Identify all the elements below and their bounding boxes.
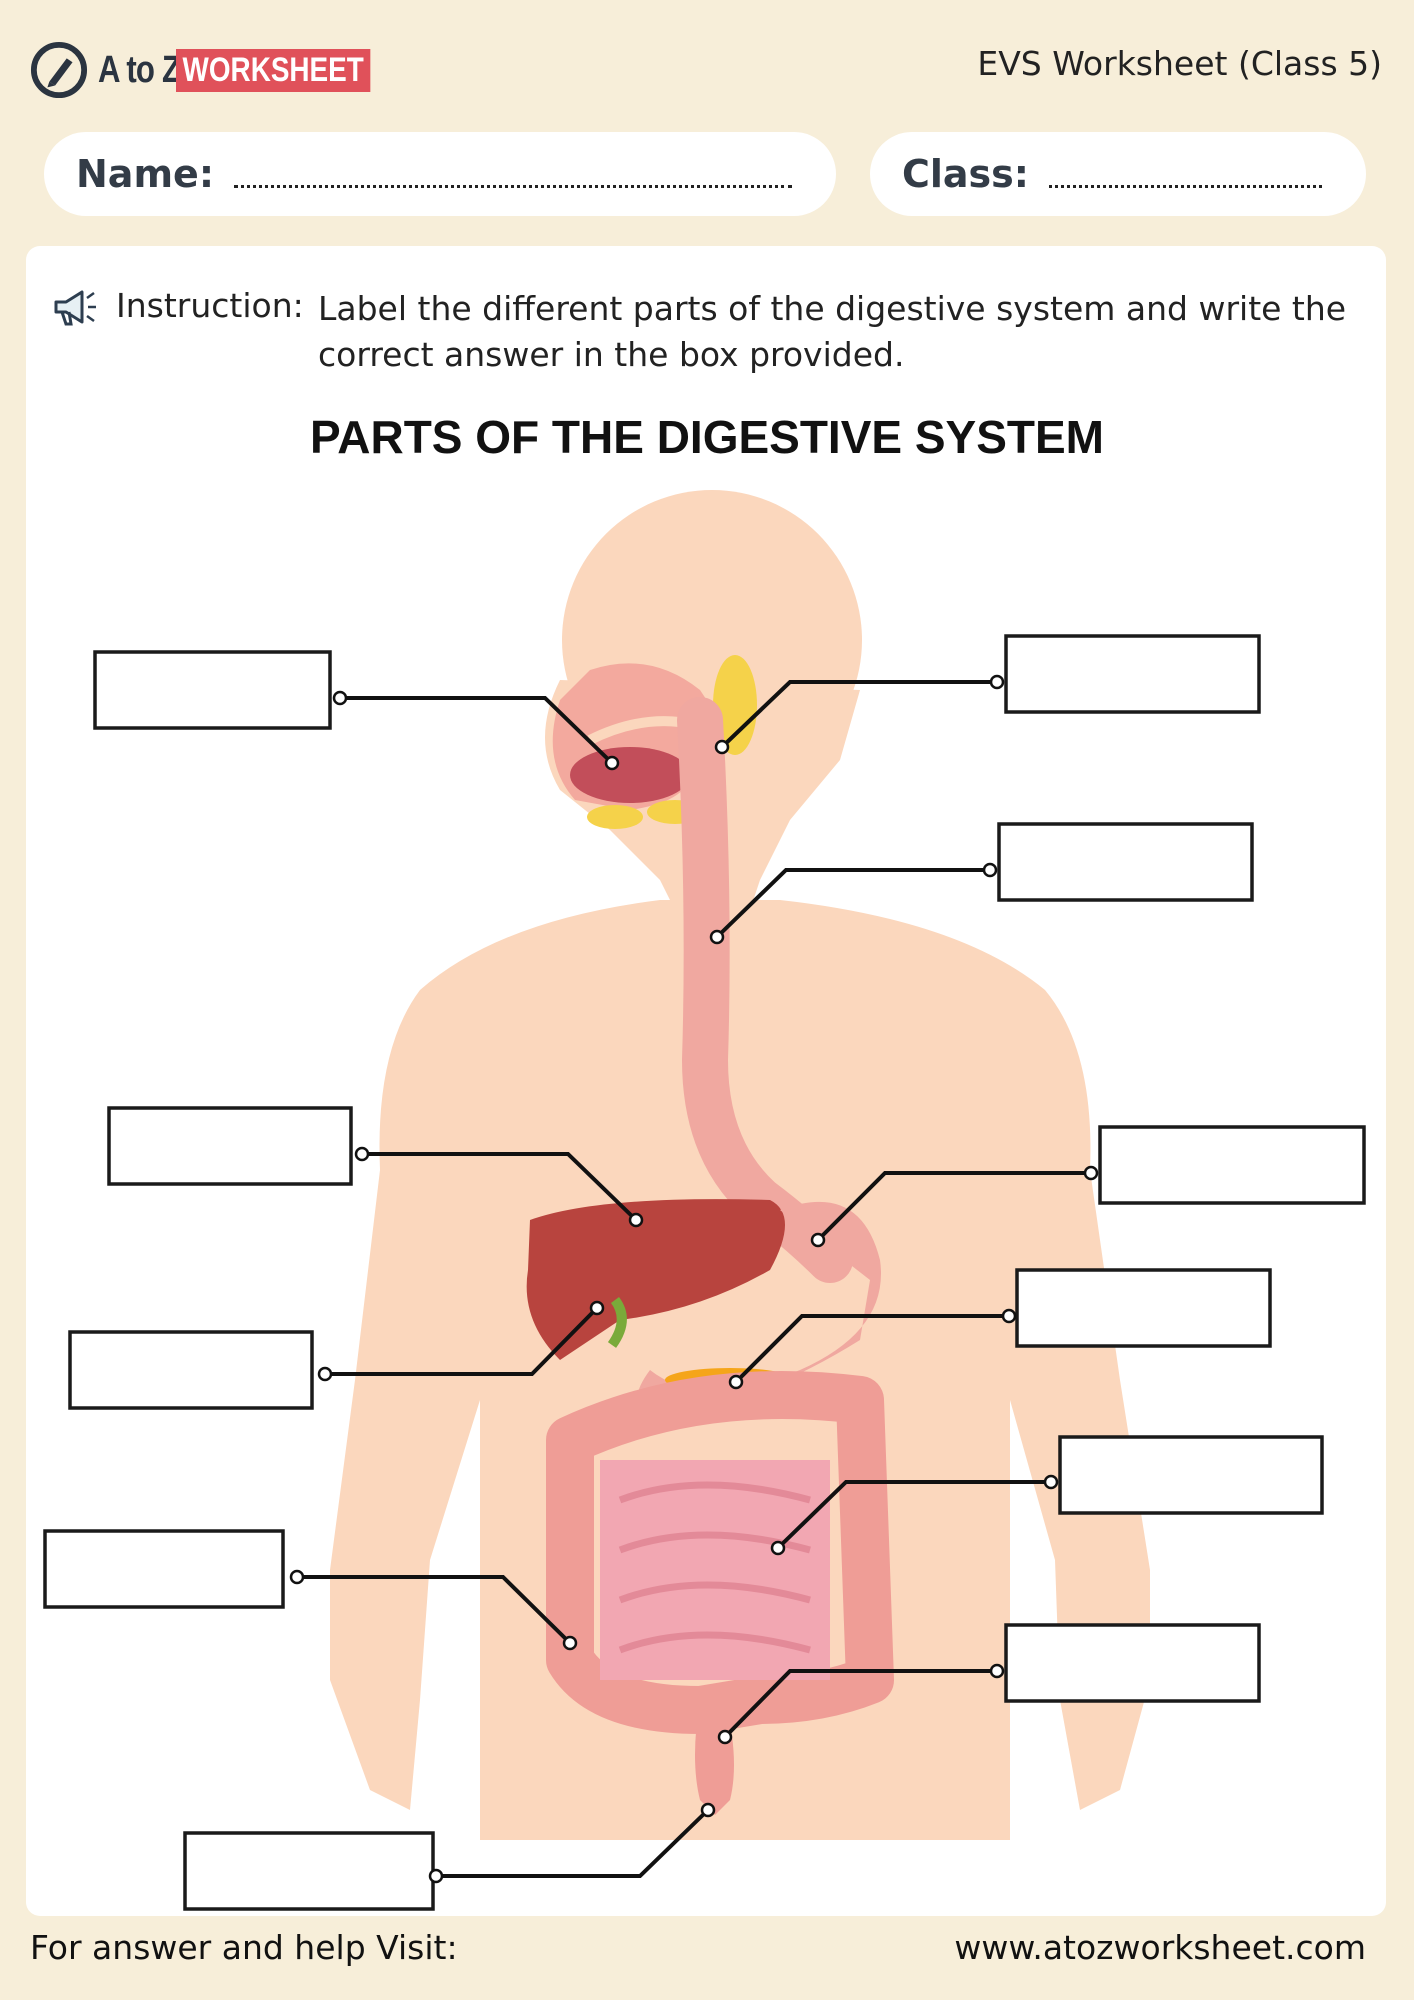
answer-box-3[interactable] (997, 822, 1254, 902)
page-title: PARTS OF THE DIGESTIVE SYSTEM (309, 411, 1105, 463)
large-intestine (546, 1371, 894, 1734)
mouth-region (552, 663, 728, 825)
footer-website-link[interactable]: www.atozworksheet.com (954, 1928, 1366, 1967)
answer-box-5[interactable] (1098, 1125, 1366, 1205)
footer-help-text: For answer and help Visit: (30, 1928, 458, 1967)
leader-lines (297, 680, 1091, 1878)
name-line[interactable] (234, 161, 792, 188)
answer-box-9[interactable] (43, 1529, 285, 1609)
leader-dots (289, 674, 1099, 1884)
name-label: Name: (76, 152, 215, 196)
pen-circle-icon (30, 41, 88, 99)
answer-box-10[interactable] (1004, 1623, 1261, 1703)
logo[interactable]: A to Z WORKSHEET (30, 40, 413, 100)
name-field[interactable]: Name: (44, 132, 836, 216)
class-field[interactable]: Class: (870, 132, 1366, 216)
instruction-label: Instruction: (116, 286, 304, 325)
class-label: Class: (902, 152, 1029, 196)
header: A to Z WORKSHEET EVS Worksheet (Class 5) (0, 0, 1414, 125)
logo-badge: WORKSHEET (176, 48, 371, 92)
rectum (695, 1700, 734, 1815)
logo-text: A to Z (98, 48, 181, 91)
small-intestine (600, 1460, 830, 1680)
answer-box-8[interactable] (1058, 1435, 1324, 1515)
answer-box-6[interactable] (1015, 1268, 1272, 1348)
instruction-text: Label the different parts of the digesti… (318, 289, 1347, 374)
answer-box-2[interactable] (1004, 634, 1261, 714)
answer-box-11[interactable] (183, 1831, 435, 1911)
megaphone-icon (54, 290, 96, 326)
class-line[interactable] (1049, 161, 1322, 188)
answer-box-4[interactable] (107, 1106, 353, 1186)
answer-box-7[interactable] (68, 1330, 314, 1410)
liver (526, 1199, 785, 1360)
worksheet-title: EVS Worksheet (Class 5) (977, 44, 1382, 83)
answer-box-1[interactable] (93, 650, 332, 730)
